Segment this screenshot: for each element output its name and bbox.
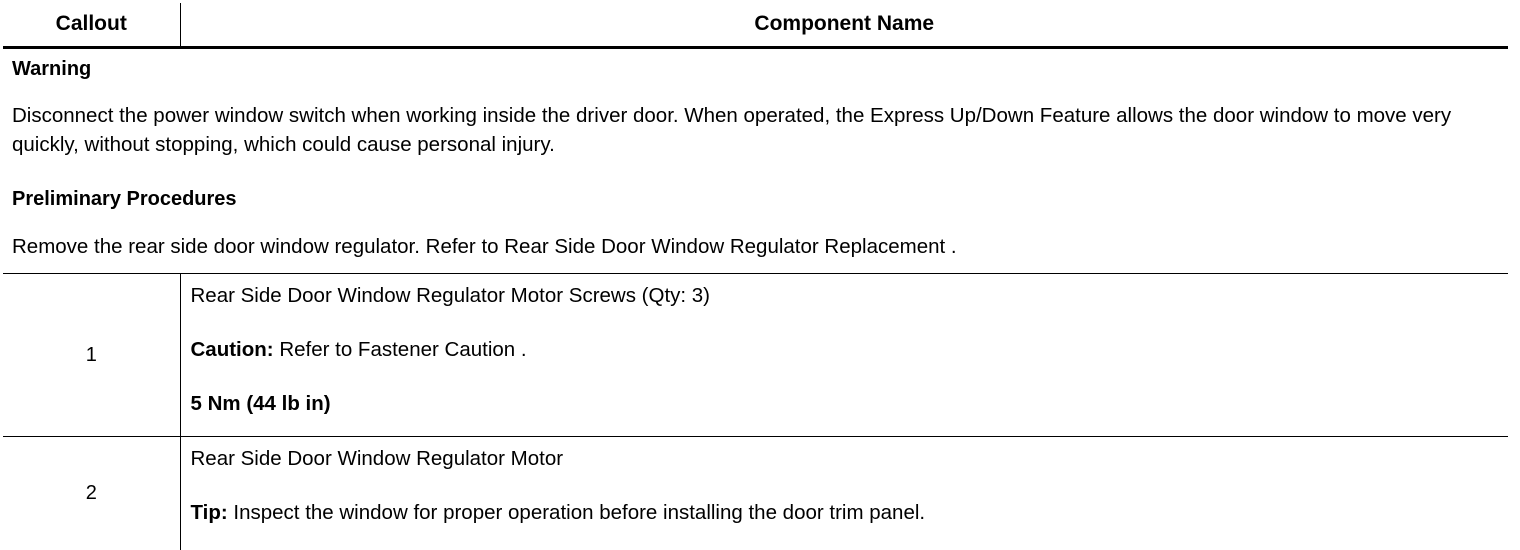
callout-number: 2 <box>3 436 181 550</box>
component-name-cell: Rear Side Door Window Regulator Motor Sc… <box>180 273 1508 438</box>
component-name-cell: Rear Side Door Window Regulator Motor Ti… <box>180 436 1508 550</box>
table-header-row: Callout Component Name <box>3 3 1508 49</box>
tip-text: Inspect the window for proper operation … <box>227 500 926 524</box>
warning-heading: Warning <box>12 58 92 80</box>
table-row: 1 Rear Side Door Window Regulator Motor … <box>3 273 1508 438</box>
tip-label: Tip: <box>190 500 228 524</box>
component-callout-table: Callout Component Name Warning Disconnec… <box>3 3 1508 550</box>
component-tip-note: Tip: Inspect the window for proper opera… <box>191 500 1499 527</box>
callout-number: 1 <box>3 273 181 438</box>
warning-text: Disconnect the power window switch when … <box>12 104 1452 157</box>
preliminary-procedures-heading: Preliminary Procedures <box>12 188 237 211</box>
table-row: 2 Rear Side Door Window Regulator Motor … <box>3 436 1508 550</box>
column-header-callout: Callout <box>3 3 181 49</box>
component-title: Rear Side Door Window Regulator Motor Sc… <box>190 284 711 308</box>
component-title: Rear Side Door Window Regulator Motor <box>190 447 564 471</box>
notes-cell: Warning Disconnect the power window swit… <box>3 47 1508 275</box>
component-caution-note: Caution: Refer to Fastener Caution . <box>191 337 1499 364</box>
caution-label: Caution: <box>190 337 274 361</box>
preliminary-procedures-text: Remove the rear side door window regulat… <box>12 235 957 259</box>
table-notes-row: Warning Disconnect the power window swit… <box>3 47 1508 275</box>
torque-spec: 5 Nm (44 lb in) <box>190 391 331 415</box>
caution-text: Refer to Fastener Caution . <box>273 337 527 361</box>
column-header-component-name: Component Name <box>179 3 1508 49</box>
